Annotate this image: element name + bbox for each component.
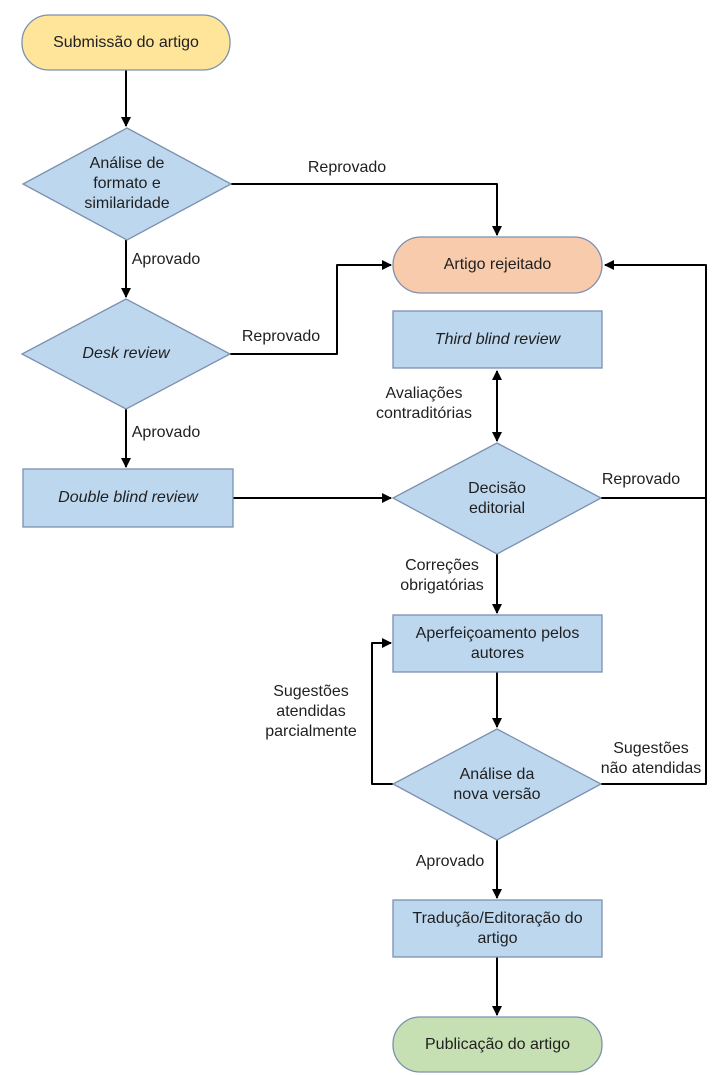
terminator-publication: [392, 1016, 603, 1073]
terminator-submission: [21, 14, 231, 71]
edge-new-version-loop-to-improvement: [371, 638, 393, 785]
decision-new-version-review: [391, 728, 603, 841]
edge-format-check-rejected-to-rejected: [231, 183, 502, 236]
process-third-blind-review: [392, 310, 603, 369]
process-author-improvement: [392, 614, 603, 673]
edge-right-rail-to-rejected: [601, 260, 707, 785]
process-double-blind-review: [22, 468, 234, 528]
decision-desk-review: [20, 298, 232, 410]
decision-format-similarity: [21, 127, 233, 241]
edge-desk-review-rejected-to-rejected: [230, 260, 392, 355]
process-translation-editing: [392, 899, 603, 958]
terminator-article-rejected: [392, 236, 603, 294]
decision-editorial: [391, 442, 603, 555]
